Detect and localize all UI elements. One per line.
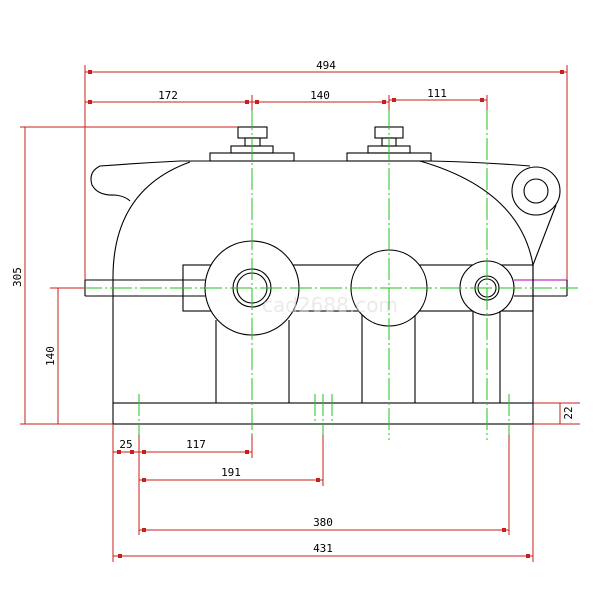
- dim-25: 25: [119, 438, 132, 451]
- centerlines: [50, 108, 578, 445]
- cover-top: [180, 160, 531, 167]
- dim-117: 117: [186, 438, 206, 451]
- dim-22: 22: [562, 406, 575, 419]
- cover-right-arc: [419, 160, 534, 266]
- dim-140-side: 140: [44, 346, 57, 366]
- lifting-lug: [511, 166, 561, 216]
- dim-140-top: 140: [310, 89, 330, 102]
- cover-left-arc: [112, 161, 191, 281]
- dim-191: 191: [221, 466, 241, 479]
- dim-380: 380: [313, 516, 333, 529]
- dim-305: 305: [11, 267, 24, 287]
- dim-111: 111: [427, 87, 447, 100]
- dim-172: 172: [158, 89, 178, 102]
- watermark: cad2688.com: [262, 293, 398, 317]
- dim-431: 431: [313, 542, 333, 555]
- dimension-lines: [20, 65, 580, 562]
- dimension-labels: 494 172 140 111 305 140 22 25 117 191 38…: [11, 59, 575, 555]
- dim-494: 494: [316, 59, 336, 72]
- gearbox-outline: [84, 126, 568, 425]
